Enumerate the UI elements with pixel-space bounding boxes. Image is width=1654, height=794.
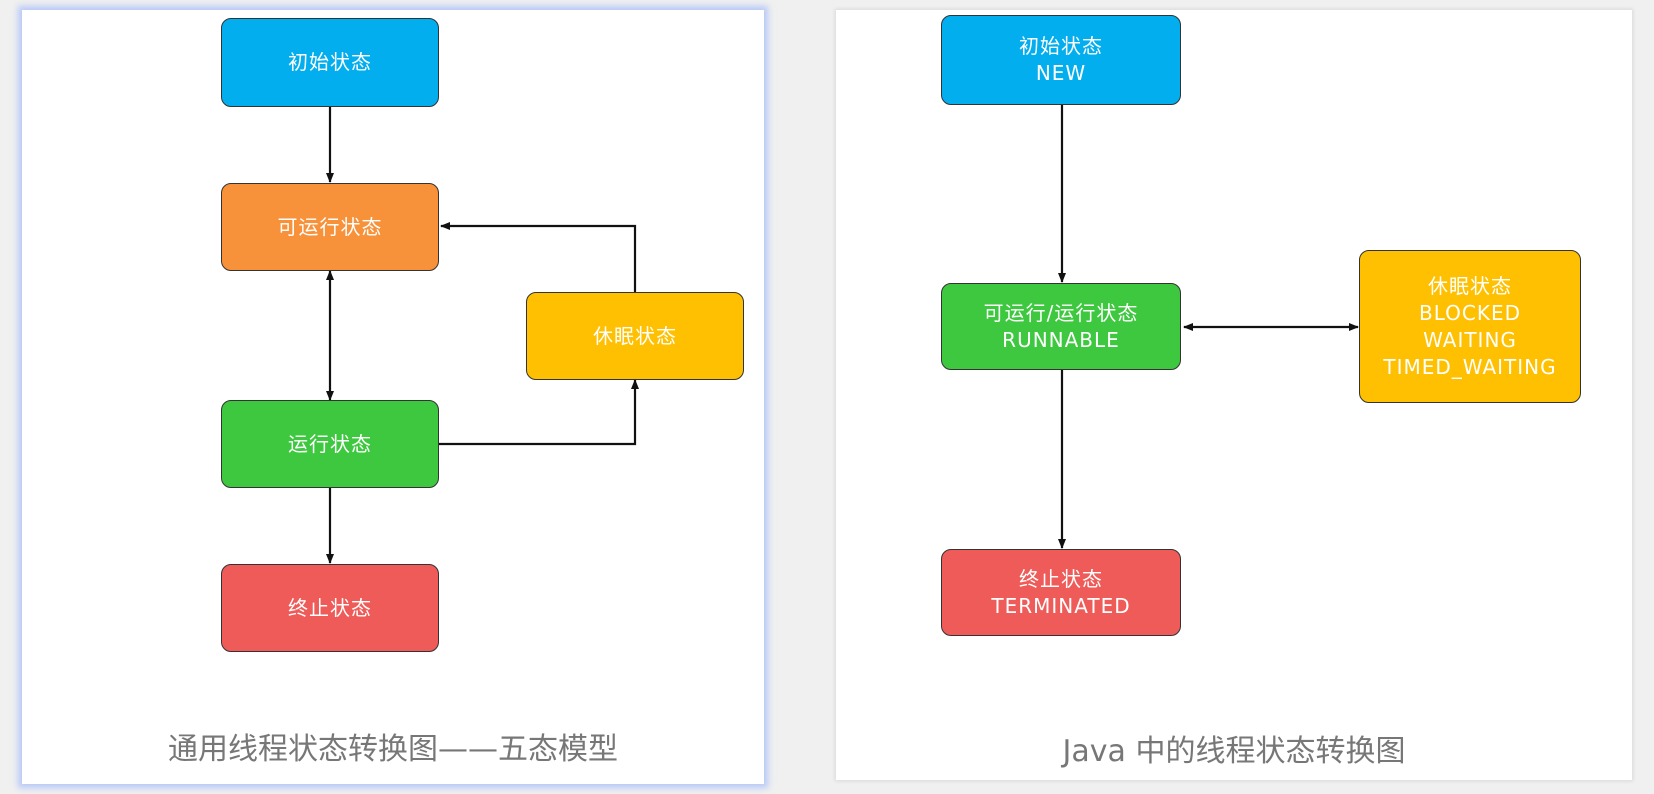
node-new-state-label-cn: 初始状态 [1019, 34, 1103, 58]
node-terminated-java-state: 终止状态 TERMINATED [941, 549, 1181, 636]
node-runnable-state-label: 可运行状态 [277, 214, 383, 239]
right-caption: Java 中的线程状态转换图 [1062, 734, 1406, 769]
node-running-state: 运行状态 [221, 400, 439, 488]
node-runnable-java-label-en: RUNNABLE [1002, 327, 1120, 352]
node-runnable-java-state: 可运行/运行状态 RUNNABLE [941, 283, 1181, 370]
node-runnable-state: 可运行状态 [221, 183, 439, 271]
node-sleep-state: 休眠状态 [526, 292, 744, 380]
node-running-state-label: 运行状态 [288, 431, 372, 456]
left-caption: 通用线程状态转换图——五态模型 [168, 732, 618, 767]
left-panel [22, 10, 764, 784]
node-sleep-java-label-cn: 休眠状态 [1428, 273, 1512, 298]
node-sleep-java-label-blocked: BLOCKED [1418, 300, 1521, 325]
node-terminated-java-label-cn: 终止状态 [1019, 566, 1103, 591]
node-sleep-java-label-waiting: WAITING [1423, 327, 1517, 352]
node-new-state-label-en: NEW [1035, 61, 1087, 85]
node-new-state: 初始状态 NEW [941, 15, 1181, 105]
node-initial-state: 初始状态 [221, 18, 439, 107]
node-runnable-java-label-cn: 可运行/运行状态 [983, 300, 1139, 325]
node-initial-state-label: 初始状态 [288, 50, 372, 74]
node-sleep-state-label: 休眠状态 [593, 323, 677, 348]
node-terminated-state: 终止状态 [221, 564, 439, 652]
node-terminated-java-label-en: TERMINATED [991, 593, 1131, 618]
node-terminated-state-label: 终止状态 [288, 595, 372, 620]
node-sleep-java-label-timed-waiting: TIMED_WAITING [1383, 354, 1557, 379]
node-sleep-java-state: 休眠状态 BLOCKED WAITING TIMED_WAITING [1359, 250, 1581, 403]
